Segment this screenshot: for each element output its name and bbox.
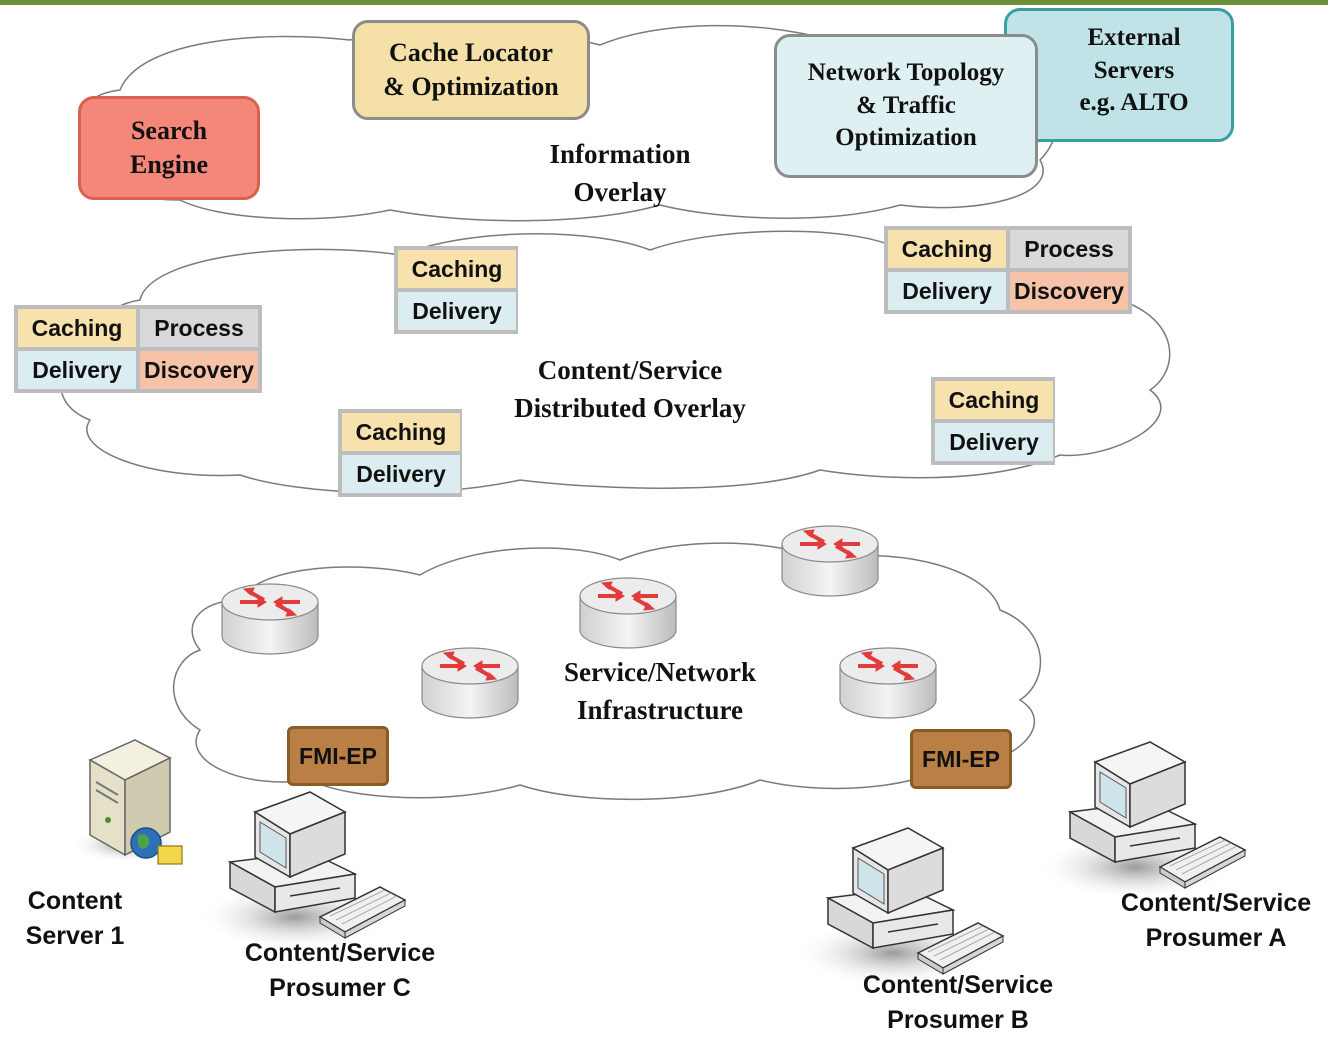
cache-locator-line2: & Optimization [383, 72, 559, 101]
caching-cell: Caching [398, 250, 516, 288]
caching-cell: Caching [888, 230, 1006, 268]
overlay-module-small-right: Caching Delivery [931, 377, 1055, 465]
prosumer-a-line2: Prosumer A [1145, 924, 1287, 952]
network-topology-line1: Network Topology [807, 59, 1005, 87]
distributed-overlay-title: Content/Service Distributed Overlay [470, 352, 790, 428]
network-topology-line2: & Traffic [856, 91, 956, 119]
caching-cell: Caching [342, 413, 460, 451]
cache-locator-box: Cache Locator & Optimization [352, 20, 590, 120]
content-server-line2: Server 1 [25, 922, 125, 950]
prosumer-c-line2: Prosumer C [269, 974, 411, 1002]
prosumer-a-label: Content/Service Prosumer A [1096, 886, 1328, 956]
external-servers-box: External Servers e.g. ALTO [1004, 8, 1234, 142]
network-topology-box: Network Topology & Traffic Optimization [774, 34, 1038, 178]
information-overlay-title: Information Overlay [500, 136, 740, 212]
infrastructure-title: Service/Network Infrastructure [520, 654, 800, 730]
overlay-module-small-top: Caching Delivery [394, 246, 518, 334]
caching-cell: Caching [935, 381, 1053, 419]
computer-icon [792, 827, 1004, 988]
search-engine-box: Search Engine [78, 96, 260, 200]
process-cell: Process [1010, 230, 1128, 268]
infrastructure-title-line1: Service/Network [564, 657, 756, 687]
overlay-module-small-bottom: Caching Delivery [338, 409, 462, 497]
prosumer-b-line1: Content/Service [862, 971, 1054, 999]
server-icon [68, 739, 188, 865]
prosumer-a-line1: Content/Service [1120, 889, 1312, 917]
fmi-ep-label: FMI-EP [922, 745, 1000, 772]
delivery-cell: Delivery [398, 292, 516, 330]
content-server-label: Content Server 1 [10, 884, 140, 954]
fmi-ep-left: FMI-EP [287, 726, 389, 786]
delivery-cell: Delivery [342, 455, 460, 493]
prosumer-b-label: Content/Service Prosumer B [838, 968, 1078, 1038]
computer-icon [194, 791, 406, 952]
network-topology-line3: Optimization [835, 124, 977, 152]
caching-cell: Caching [18, 309, 136, 347]
external-servers-line1: External [1087, 24, 1181, 52]
distributed-overlay-title-line1: Content/Service [537, 355, 723, 385]
external-servers-line2: Servers [1093, 56, 1175, 84]
distributed-overlay-title-line2: Distributed Overlay [514, 392, 746, 423]
delivery-cell: Delivery [18, 351, 136, 389]
prosumer-c-label: Content/Service Prosumer C [220, 936, 460, 1006]
delivery-cell: Delivery [935, 423, 1053, 461]
prosumer-c-line1: Content/Service [244, 939, 436, 967]
delivery-cell: Delivery [888, 272, 1006, 310]
computer-icon [1034, 741, 1246, 902]
search-engine-line1: Search [130, 116, 208, 146]
infrastructure-title-line2: Infrastructure [577, 694, 743, 725]
search-engine-line2: Engine [129, 150, 209, 179]
external-servers-line3: e.g. ALTO [1079, 89, 1189, 117]
fmi-ep-label: FMI-EP [299, 742, 377, 769]
discovery-cell: Discovery [1010, 272, 1128, 310]
overlay-module-full-top-right: Caching Process Delivery Discovery [884, 226, 1132, 314]
fmi-ep-right: FMI-EP [910, 729, 1012, 789]
information-overlay-title-line2: Overlay [573, 176, 667, 207]
prosumer-b-line2: Prosumer B [887, 1006, 1029, 1034]
content-server-line1: Content [27, 887, 123, 915]
information-overlay-title-line1: Information [549, 139, 691, 169]
top-accent-bar [0, 0, 1328, 5]
overlay-module-full-left: Caching Process Delivery Discovery [14, 305, 262, 393]
cache-locator-line1: Cache Locator [389, 38, 553, 68]
process-cell: Process [140, 309, 258, 347]
discovery-cell: Discovery [140, 351, 258, 389]
